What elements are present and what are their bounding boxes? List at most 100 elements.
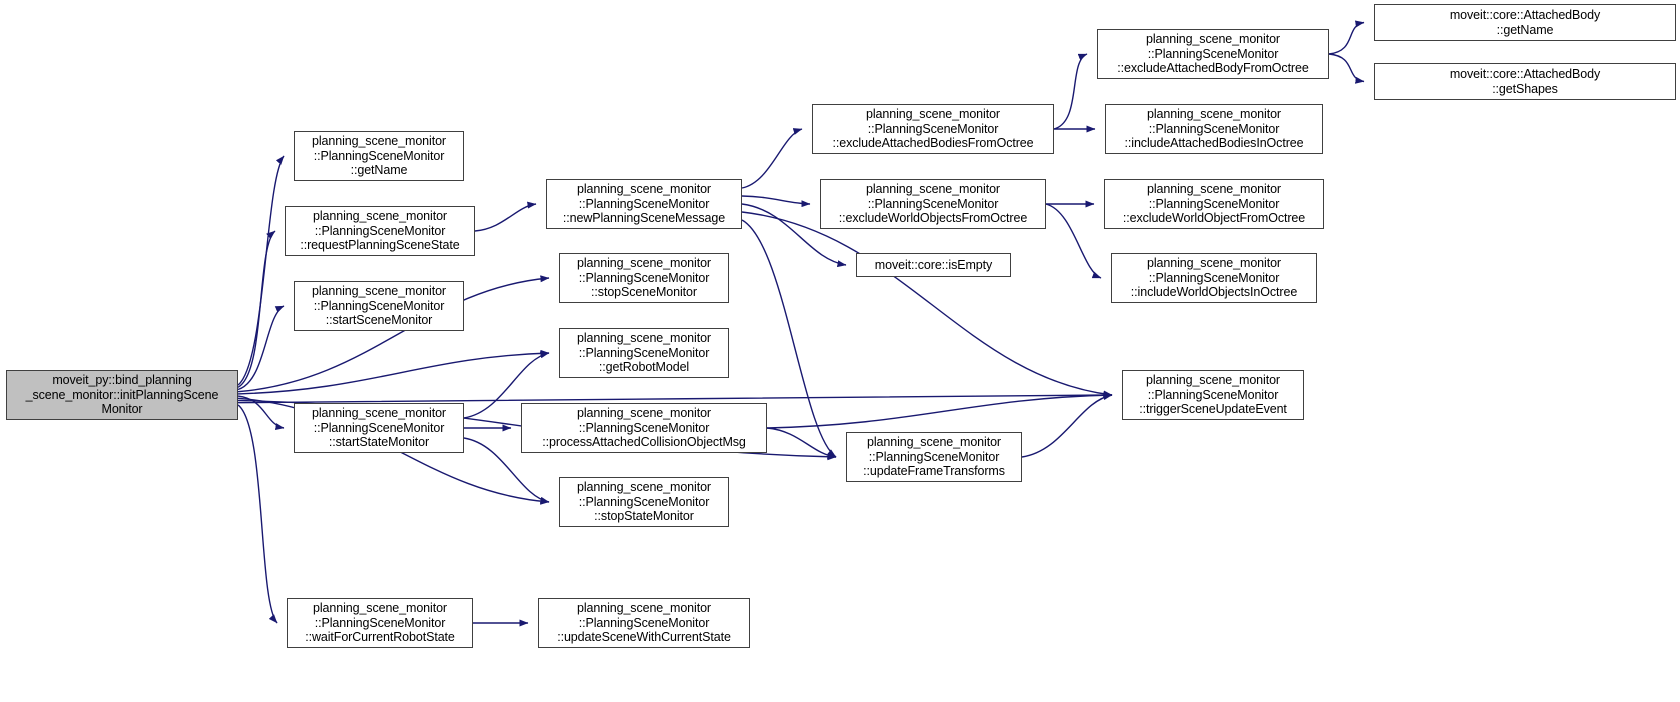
node-label-line: ::PlanningSceneMonitor: [578, 196, 710, 211]
node-label-line: planning_scene_monitor: [576, 406, 711, 421]
node-label-line: ::PlanningSceneMonitor: [313, 148, 445, 163]
node-label-line: planning_scene_monitor: [1146, 182, 1281, 197]
node-label-line: ::triggerSceneUpdateEvent: [1139, 402, 1287, 417]
graph-node-newPlanningSceneMessage[interactable]: planning_scene_monitor::PlanningSceneMon…: [546, 179, 742, 229]
node-label-line: moveit_py::bind_planning: [52, 373, 192, 388]
edge-updateFrameTransforms-to-triggerSceneUpdateEvent: [1021, 393, 1113, 458]
node-label-line: ::PlanningSceneMonitor: [867, 196, 999, 211]
graph-node-includeAttachedBodiesInOctree[interactable]: planning_scene_monitor::PlanningSceneMon…: [1105, 104, 1323, 154]
node-label-line: ::PlanningSceneMonitor: [1147, 46, 1279, 61]
edge-root-to-requestPlanningSceneState: [237, 230, 276, 388]
edge-processAttachedCollisionObjectMsg-to-triggerSceneUpdateEvent: [766, 391, 1113, 429]
graph-node-excludeAttachedBodyFromOctree[interactable]: planning_scene_monitor::PlanningSceneMon…: [1097, 29, 1329, 79]
edge-root-to-getName: [237, 155, 285, 386]
edge-root-to-startSceneMonitor: [237, 305, 285, 391]
edge-root-to-triggerSceneUpdateEvent: [237, 391, 1113, 404]
node-label-line: planning_scene_monitor: [311, 406, 446, 421]
node-label-line: ::newPlanningSceneMessage: [562, 211, 726, 226]
node-label-line: planning_scene_monitor: [576, 331, 711, 346]
node-label-line: planning_scene_monitor: [1145, 32, 1280, 47]
graph-node-startStateMonitor[interactable]: planning_scene_monitor::PlanningSceneMon…: [294, 403, 464, 453]
graph-node-isEmpty[interactable]: moveit::core::isEmpty: [856, 253, 1011, 277]
graph-node-updateFrameTransforms[interactable]: planning_scene_monitor::PlanningSceneMon…: [846, 432, 1022, 482]
graph-node-startSceneMonitor[interactable]: planning_scene_monitor::PlanningSceneMon…: [294, 281, 464, 331]
graph-node-getRobotModel[interactable]: planning_scene_monitor::PlanningSceneMon…: [559, 328, 729, 378]
node-label-line: planning_scene_monitor: [576, 182, 711, 197]
graph-node-triggerSceneUpdateEvent[interactable]: planning_scene_monitor::PlanningSceneMon…: [1122, 370, 1304, 420]
edge-requestPlanningSceneState-to-newPlanningSceneMessage: [474, 201, 537, 232]
graph-node-waitForCurrentRobotState[interactable]: planning_scene_monitor::PlanningSceneMon…: [287, 598, 473, 648]
node-label-line: ::PlanningSceneMonitor: [868, 449, 1000, 464]
node-label-line: ::getName: [350, 163, 408, 178]
node-label-line: ::PlanningSceneMonitor: [578, 420, 710, 435]
node-label-line: ::PlanningSceneMonitor: [578, 615, 710, 630]
node-label-line: planning_scene_monitor: [1146, 256, 1281, 271]
node-label-line: ::stopStateMonitor: [594, 509, 694, 524]
edge-excludeAttachedBodyFromOctree-to-attachedBodyGetName: [1328, 20, 1365, 55]
node-label-line: planning_scene_monitor: [865, 182, 1000, 197]
node-label-line: planning_scene_monitor: [576, 256, 711, 271]
graph-node-excludeWorldObjectsFromOctree[interactable]: planning_scene_monitor::PlanningSceneMon…: [820, 179, 1046, 229]
edge-root-to-waitForCurrentRobotState: [237, 404, 278, 624]
graph-node-root[interactable]: moveit_py::bind_planning_scene_monitor::…: [6, 370, 238, 420]
graph-node-stopSceneMonitor[interactable]: planning_scene_monitor::PlanningSceneMon…: [559, 253, 729, 303]
node-label-line: planning_scene_monitor: [312, 601, 447, 616]
node-label-line: ::getName: [1496, 22, 1554, 37]
node-label-line: planning_scene_monitor: [865, 107, 1000, 122]
node-label-line: ::processAttachedCollisionObjectMsg: [542, 435, 746, 450]
node-label-line: ::updateSceneWithCurrentState: [557, 630, 731, 645]
node-label-line: ::PlanningSceneMonitor: [1148, 196, 1280, 211]
node-label-line: ::includeAttachedBodiesInOctree: [1124, 136, 1304, 151]
node-label-line: moveit::core::AttachedBody: [1449, 7, 1601, 22]
node-label-line: ::includeWorldObjectsInOctree: [1130, 285, 1298, 300]
graph-node-attachedBodyGetShapes[interactable]: moveit::core::AttachedBody::getShapes: [1374, 63, 1676, 100]
graph-node-excludeAttachedBodiesFromOctree[interactable]: planning_scene_monitor::PlanningSceneMon…: [812, 104, 1054, 154]
node-label-line: ::stopSceneMonitor: [591, 285, 697, 300]
edge-excludeWorldObjectsFromOctree-to-includeWorldObjectsInOctree: [1045, 203, 1102, 279]
node-label-line: ::excludeWorldObjectFromOctree: [1122, 211, 1306, 226]
node-label-line: planning_scene_monitor: [1145, 373, 1280, 388]
node-label-line: Monitor: [101, 402, 143, 417]
node-label-line: ::requestPlanningSceneState: [300, 238, 460, 253]
node-label-line: _scene_monitor::initPlanningScene: [25, 387, 219, 402]
node-label-line: ::excludeAttachedBodyFromOctree: [1117, 61, 1309, 76]
node-label-line: ::PlanningSceneMonitor: [578, 494, 710, 509]
node-label-line: ::excludeWorldObjectsFromOctree: [838, 211, 1028, 226]
node-label-line: planning_scene_monitor: [576, 480, 711, 495]
node-label-line: planning_scene_monitor: [866, 435, 1001, 450]
graph-node-attachedBodyGetName[interactable]: moveit::core::AttachedBody::getName: [1374, 4, 1676, 41]
node-label-line: ::startStateMonitor: [328, 435, 430, 450]
node-label-line: moveit::core::AttachedBody: [1449, 66, 1601, 81]
node-label-line: ::PlanningSceneMonitor: [313, 420, 445, 435]
node-label-line: ::startSceneMonitor: [325, 313, 433, 328]
node-label-line: ::PlanningSceneMonitor: [867, 121, 999, 136]
graph-node-excludeWorldObjectFromOctree[interactable]: planning_scene_monitor::PlanningSceneMon…: [1104, 179, 1324, 229]
edge-newPlanningSceneMessage-to-excludeWorldObjectsFromOctree: [741, 195, 811, 208]
graph-node-includeWorldObjectsInOctree[interactable]: planning_scene_monitor::PlanningSceneMon…: [1111, 253, 1317, 303]
node-label-line: ::PlanningSceneMonitor: [1148, 270, 1280, 285]
node-label-line: planning_scene_monitor: [1146, 107, 1281, 122]
node-label-line: ::PlanningSceneMonitor: [578, 270, 710, 285]
edge-processAttachedCollisionObjectMsg-to-updateFrameTransforms: [766, 427, 837, 460]
node-label-line: planning_scene_monitor: [311, 284, 446, 299]
graph-node-updateSceneWithCurrentState[interactable]: planning_scene_monitor::PlanningSceneMon…: [538, 598, 750, 648]
graph-node-processAttachedCollisionObjectMsg[interactable]: planning_scene_monitor::PlanningSceneMon…: [521, 403, 767, 453]
edge-root-to-startStateMonitor: [237, 395, 285, 431]
node-label-line: planning_scene_monitor: [312, 209, 447, 224]
node-label-line: ::updateFrameTransforms: [863, 464, 1005, 479]
graph-node-getName[interactable]: planning_scene_monitor::PlanningSceneMon…: [294, 131, 464, 181]
edge-root-to-getRobotModel: [237, 349, 550, 395]
edge-excludeAttachedBodyFromOctree-to-attachedBodyGetShapes: [1328, 53, 1365, 84]
node-label-line: ::getShapes: [1492, 81, 1558, 96]
graph-node-stopStateMonitor[interactable]: planning_scene_monitor::PlanningSceneMon…: [559, 477, 729, 527]
graph-node-requestPlanningSceneState[interactable]: planning_scene_monitor::PlanningSceneMon…: [285, 206, 475, 256]
node-label-line: ::waitForCurrentRobotState: [305, 630, 455, 645]
edge-newPlanningSceneMessage-to-triggerSceneUpdateEvent: [741, 211, 1113, 398]
node-label-line: ::PlanningSceneMonitor: [314, 223, 446, 238]
node-label-line: ::PlanningSceneMonitor: [1147, 387, 1279, 402]
edge-excludeAttachedBodiesFromOctree-to-excludeAttachedBodyFromOctree: [1053, 53, 1088, 130]
node-label-line: planning_scene_monitor: [576, 601, 711, 616]
edge-newPlanningSceneMessage-to-excludeAttachedBodiesFromOctree: [741, 128, 803, 189]
node-label-line: planning_scene_monitor: [311, 134, 446, 149]
